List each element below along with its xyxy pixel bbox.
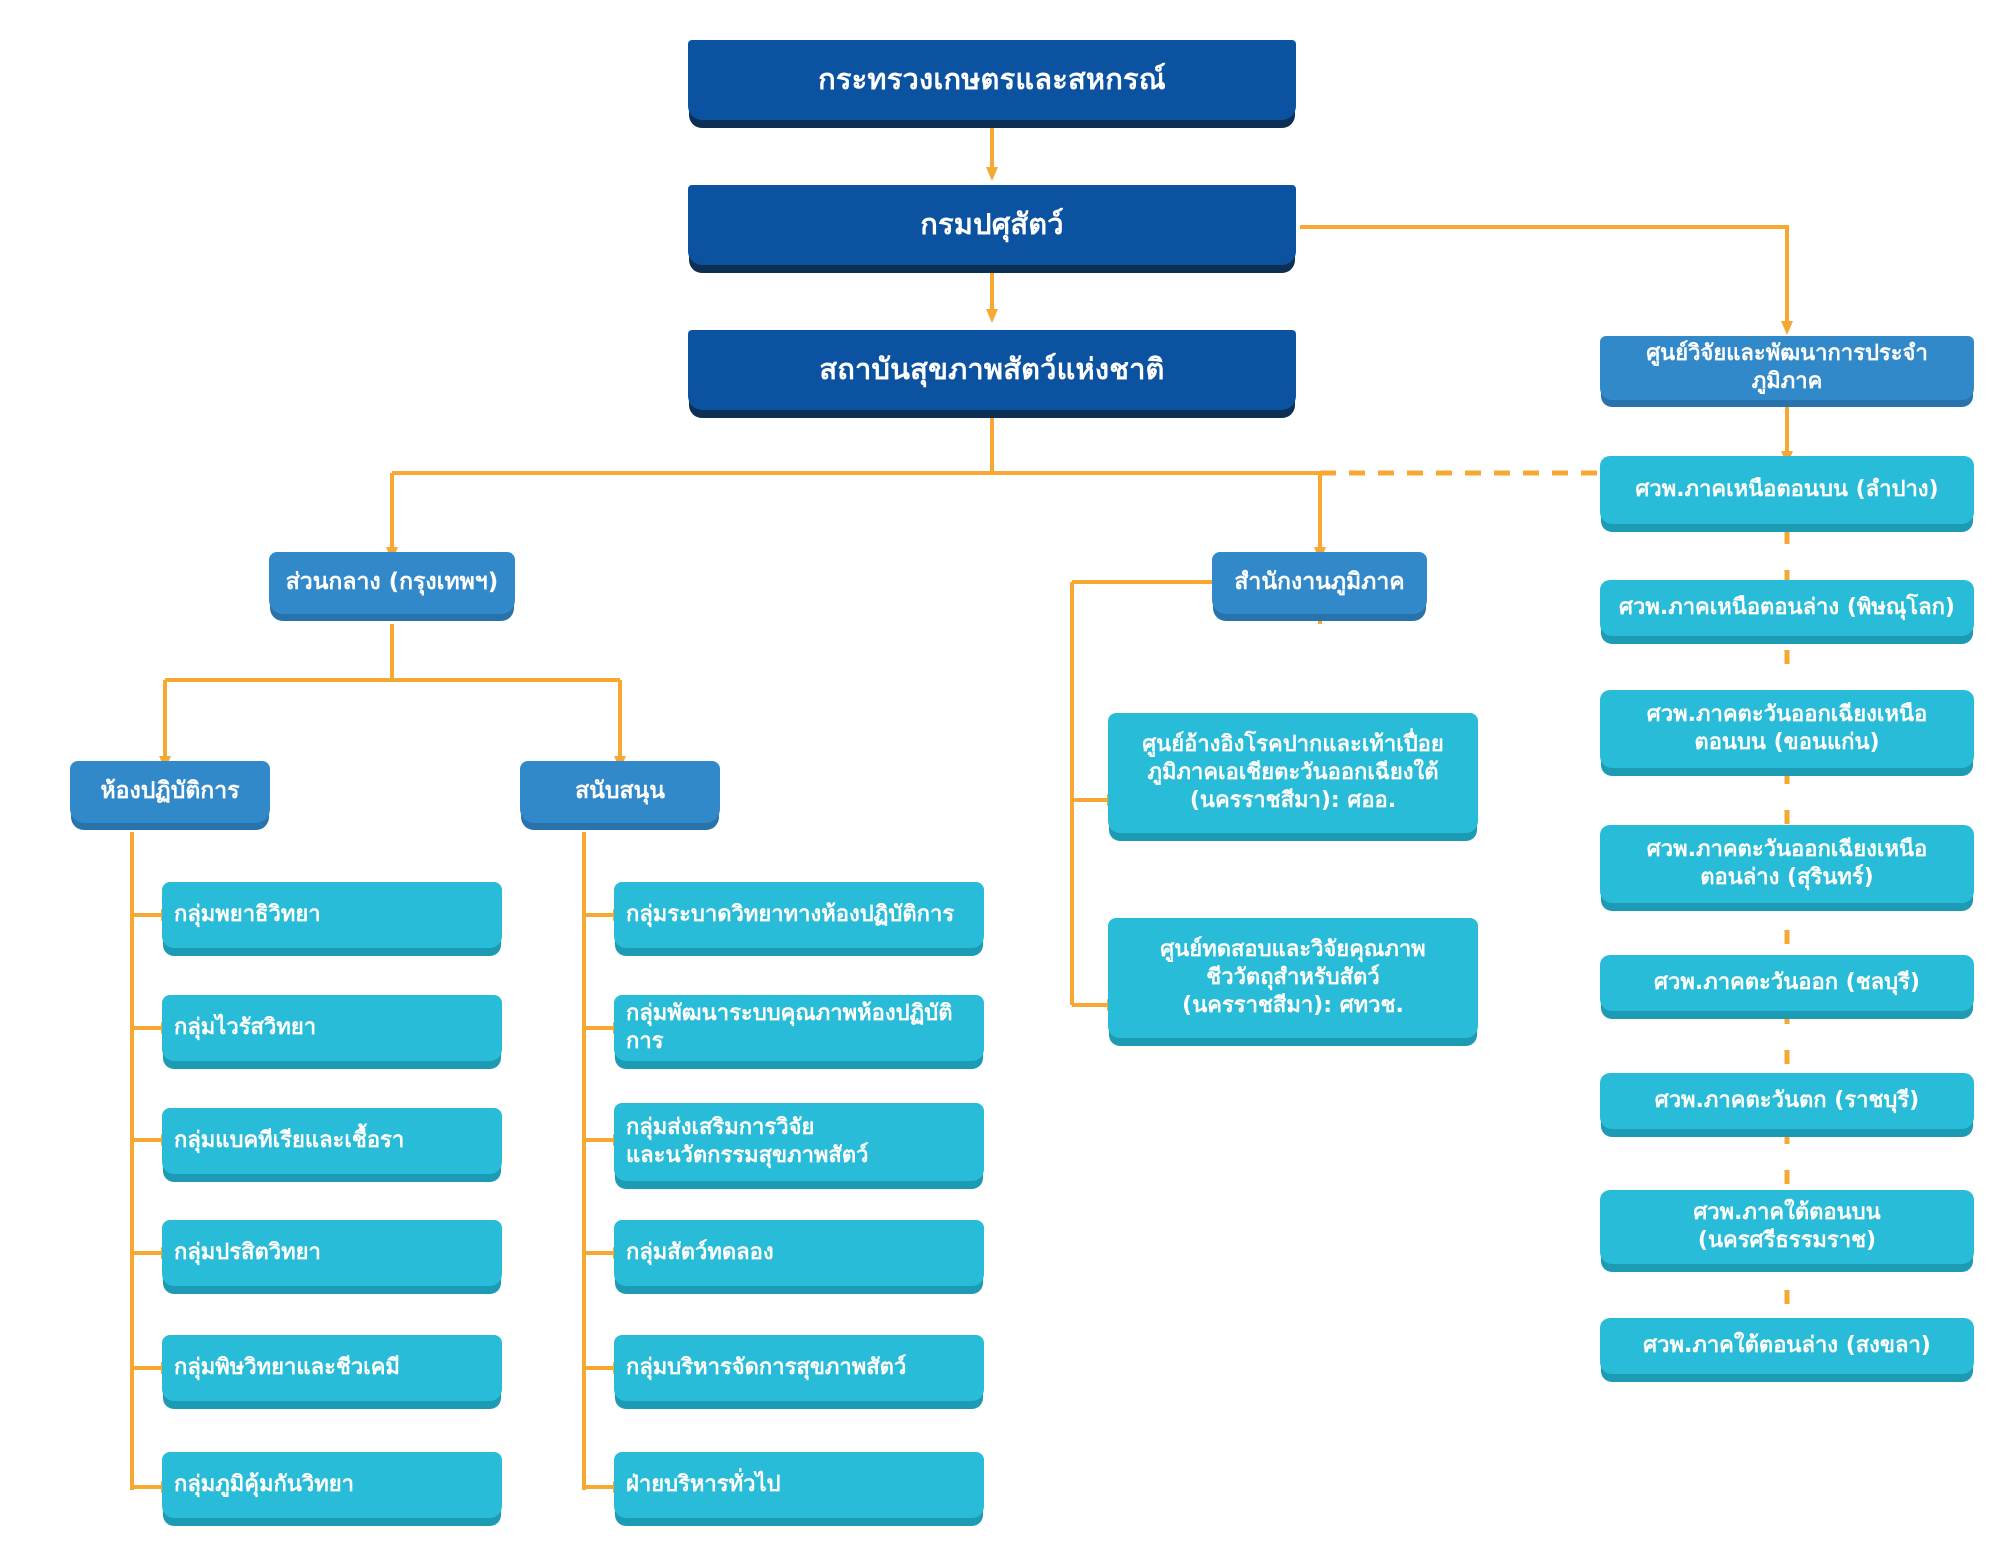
support-group-4[interactable]: กลุ่มสัตว์ทดลอง <box>614 1220 984 1286</box>
lab-group-3-label: กลุ่มแบคทีเรียและเชื้อรา <box>174 1127 405 1153</box>
regional-rnd-unit-1[interactable]: ศวพ.ภาคเหนือตอนบน (ลำปาง) <box>1600 456 1974 524</box>
node-support-header-label: สนับสนุน <box>575 778 665 805</box>
regional-rnd-unit-3[interactable]: ศวพ.ภาคตะวันออกเฉียงเหนือตอนบน (ขอนแก่น) <box>1600 690 1974 768</box>
node-national-institute-animal-health[interactable]: สถาบันสุขภาพสัตว์แห่งชาติ <box>688 330 1296 410</box>
regional-rnd-unit-1-label: ศวพ.ภาคเหนือตอนบน (ลำปาง) <box>1635 476 1939 502</box>
node-national-institute-animal-health-label: สถาบันสุขภาพสัตว์แห่งชาติ <box>819 352 1165 387</box>
regional-rnd-unit-8-label: ศวพ.ภาคใต้ตอนล่าง (สงขลา) <box>1643 1332 1931 1358</box>
regional-rnd-unit-2-label: ศวพ.ภาคเหนือตอนล่าง (พิษณุโลก) <box>1619 594 1955 620</box>
support-group-5-label: กลุ่มบริหารจัดการสุขภาพสัตว์ <box>626 1354 907 1380</box>
node-ministry-label: กระทรวงเกษตรและสหกรณ์ <box>818 62 1166 97</box>
regional-rnd-unit-8[interactable]: ศวพ.ภาคใต้ตอนล่าง (สงขลา) <box>1600 1318 1974 1374</box>
node-department-livestock[interactable]: กรมปศุสัตว์ <box>688 185 1296 265</box>
regional-rnd-unit-4[interactable]: ศวพ.ภาคตะวันออกเฉียงเหนือตอนล่าง (สุรินท… <box>1600 825 1974 903</box>
regional-rnd-unit-6-label: ศวพ.ภาคตะวันตก (ราชบุรี) <box>1654 1087 1920 1113</box>
node-regional-office-label: สำนักงานภูมิภาค <box>1234 569 1405 596</box>
support-group-1[interactable]: กลุ่มระบาดวิทยาทางห้องปฏิบัติการ <box>614 882 984 948</box>
regional-rnd-unit-5[interactable]: ศวพ.ภาคตะวันออก (ชลบุรี) <box>1600 955 1974 1011</box>
support-group-2[interactable]: กลุ่มพัฒนาระบบคุณภาพห้องปฏิบัติการ <box>614 995 984 1061</box>
node-ministry[interactable]: กระทรวงเกษตรและสหกรณ์ <box>688 40 1296 120</box>
lab-group-2[interactable]: กลุ่มไวรัสวิทยา <box>162 995 502 1061</box>
regional-rnd-unit-5-label: ศวพ.ภาคตะวันออก (ชลบุรี) <box>1654 969 1920 995</box>
regional-center-1-label: ศูนย์อ้างอิงโรคปากและเท้าเปื่อยภูมิภาคเอ… <box>1142 731 1444 814</box>
regional-rnd-unit-2[interactable]: ศวพ.ภาคเหนือตอนล่าง (พิษณุโลก) <box>1600 580 1974 636</box>
lab-group-4[interactable]: กลุ่มปรสิตวิทยา <box>162 1220 502 1286</box>
node-regional-rnd-header[interactable]: ศูนย์วิจัยและพัฒนาการประจำภูมิภาค <box>1600 336 1974 400</box>
node-regional-rnd-header-label: ศูนย์วิจัยและพัฒนาการประจำภูมิภาค <box>1646 340 1928 394</box>
lab-group-5-label: กลุ่มพิษวิทยาและชีวเคมี <box>174 1354 400 1380</box>
support-group-4-label: กลุ่มสัตว์ทดลอง <box>626 1239 774 1265</box>
regional-rnd-unit-4-label: ศวพ.ภาคตะวันออกเฉียงเหนือตอนล่าง (สุรินท… <box>1646 836 1928 890</box>
node-regional-office[interactable]: สำนักงานภูมิภาค <box>1212 552 1427 614</box>
support-group-5[interactable]: กลุ่มบริหารจัดการสุขภาพสัตว์ <box>614 1335 984 1401</box>
lab-group-1-label: กลุ่มพยาธิวิทยา <box>174 901 321 927</box>
regional-center-1[interactable]: ศูนย์อ้างอิงโรคปากและเท้าเปื่อยภูมิภาคเอ… <box>1108 713 1478 833</box>
lab-group-1[interactable]: กลุ่มพยาธิวิทยา <box>162 882 502 948</box>
regional-rnd-unit-7-label: ศวพ.ภาคใต้ตอนบน(นครศรีธรรมราช) <box>1693 1199 1881 1253</box>
regional-center-2-label: ศูนย์ทดสอบและวิจัยคุณภาพชีววัตถุสำหรับสั… <box>1160 936 1426 1019</box>
regional-rnd-unit-6[interactable]: ศวพ.ภาคตะวันตก (ราชบุรี) <box>1600 1073 1974 1129</box>
lab-group-2-label: กลุ่มไวรัสวิทยา <box>174 1014 317 1040</box>
support-group-1-label: กลุ่มระบาดวิทยาทางห้องปฏิบัติการ <box>626 901 955 927</box>
node-department-livestock-label: กรมปศุสัตว์ <box>920 207 1064 242</box>
node-central-bangkok-label: ส่วนกลาง (กรุงเทพฯ) <box>285 569 499 596</box>
regional-rnd-unit-3-label: ศวพ.ภาคตะวันออกเฉียงเหนือตอนบน (ขอนแก่น) <box>1646 701 1928 755</box>
lab-group-6-label: กลุ่มภูมิคุ้มกันวิทยา <box>174 1471 354 1497</box>
regional-rnd-unit-7[interactable]: ศวพ.ภาคใต้ตอนบน(นครศรีธรรมราช) <box>1600 1190 1974 1264</box>
support-group-6-label: ฝ่ายบริหารทั่วไป <box>626 1471 781 1497</box>
lab-group-5[interactable]: กลุ่มพิษวิทยาและชีวเคมี <box>162 1335 502 1401</box>
node-laboratory-header[interactable]: ห้องปฏิบัติการ <box>70 761 270 823</box>
support-group-6[interactable]: ฝ่ายบริหารทั่วไป <box>614 1452 984 1518</box>
node-central-bangkok[interactable]: ส่วนกลาง (กรุงเทพฯ) <box>269 552 515 614</box>
support-group-2-label: กลุ่มพัฒนาระบบคุณภาพห้องปฏิบัติการ <box>626 1000 953 1054</box>
node-laboratory-header-label: ห้องปฏิบัติการ <box>100 778 240 805</box>
node-support-header[interactable]: สนับสนุน <box>520 761 720 823</box>
lab-group-6[interactable]: กลุ่มภูมิคุ้มกันวิทยา <box>162 1452 502 1518</box>
lab-group-3[interactable]: กลุ่มแบคทีเรียและเชื้อรา <box>162 1108 502 1174</box>
regional-center-2[interactable]: ศูนย์ทดสอบและวิจัยคุณภาพชีววัตถุสำหรับสั… <box>1108 918 1478 1038</box>
support-group-3-label: กลุ่มส่งเสริมการวิจัยและนวัตกรรมสุขภาพสั… <box>626 1114 869 1168</box>
support-group-3[interactable]: กลุ่มส่งเสริมการวิจัยและนวัตกรรมสุขภาพสั… <box>614 1103 984 1181</box>
lab-group-4-label: กลุ่มปรสิตวิทยา <box>174 1239 321 1265</box>
